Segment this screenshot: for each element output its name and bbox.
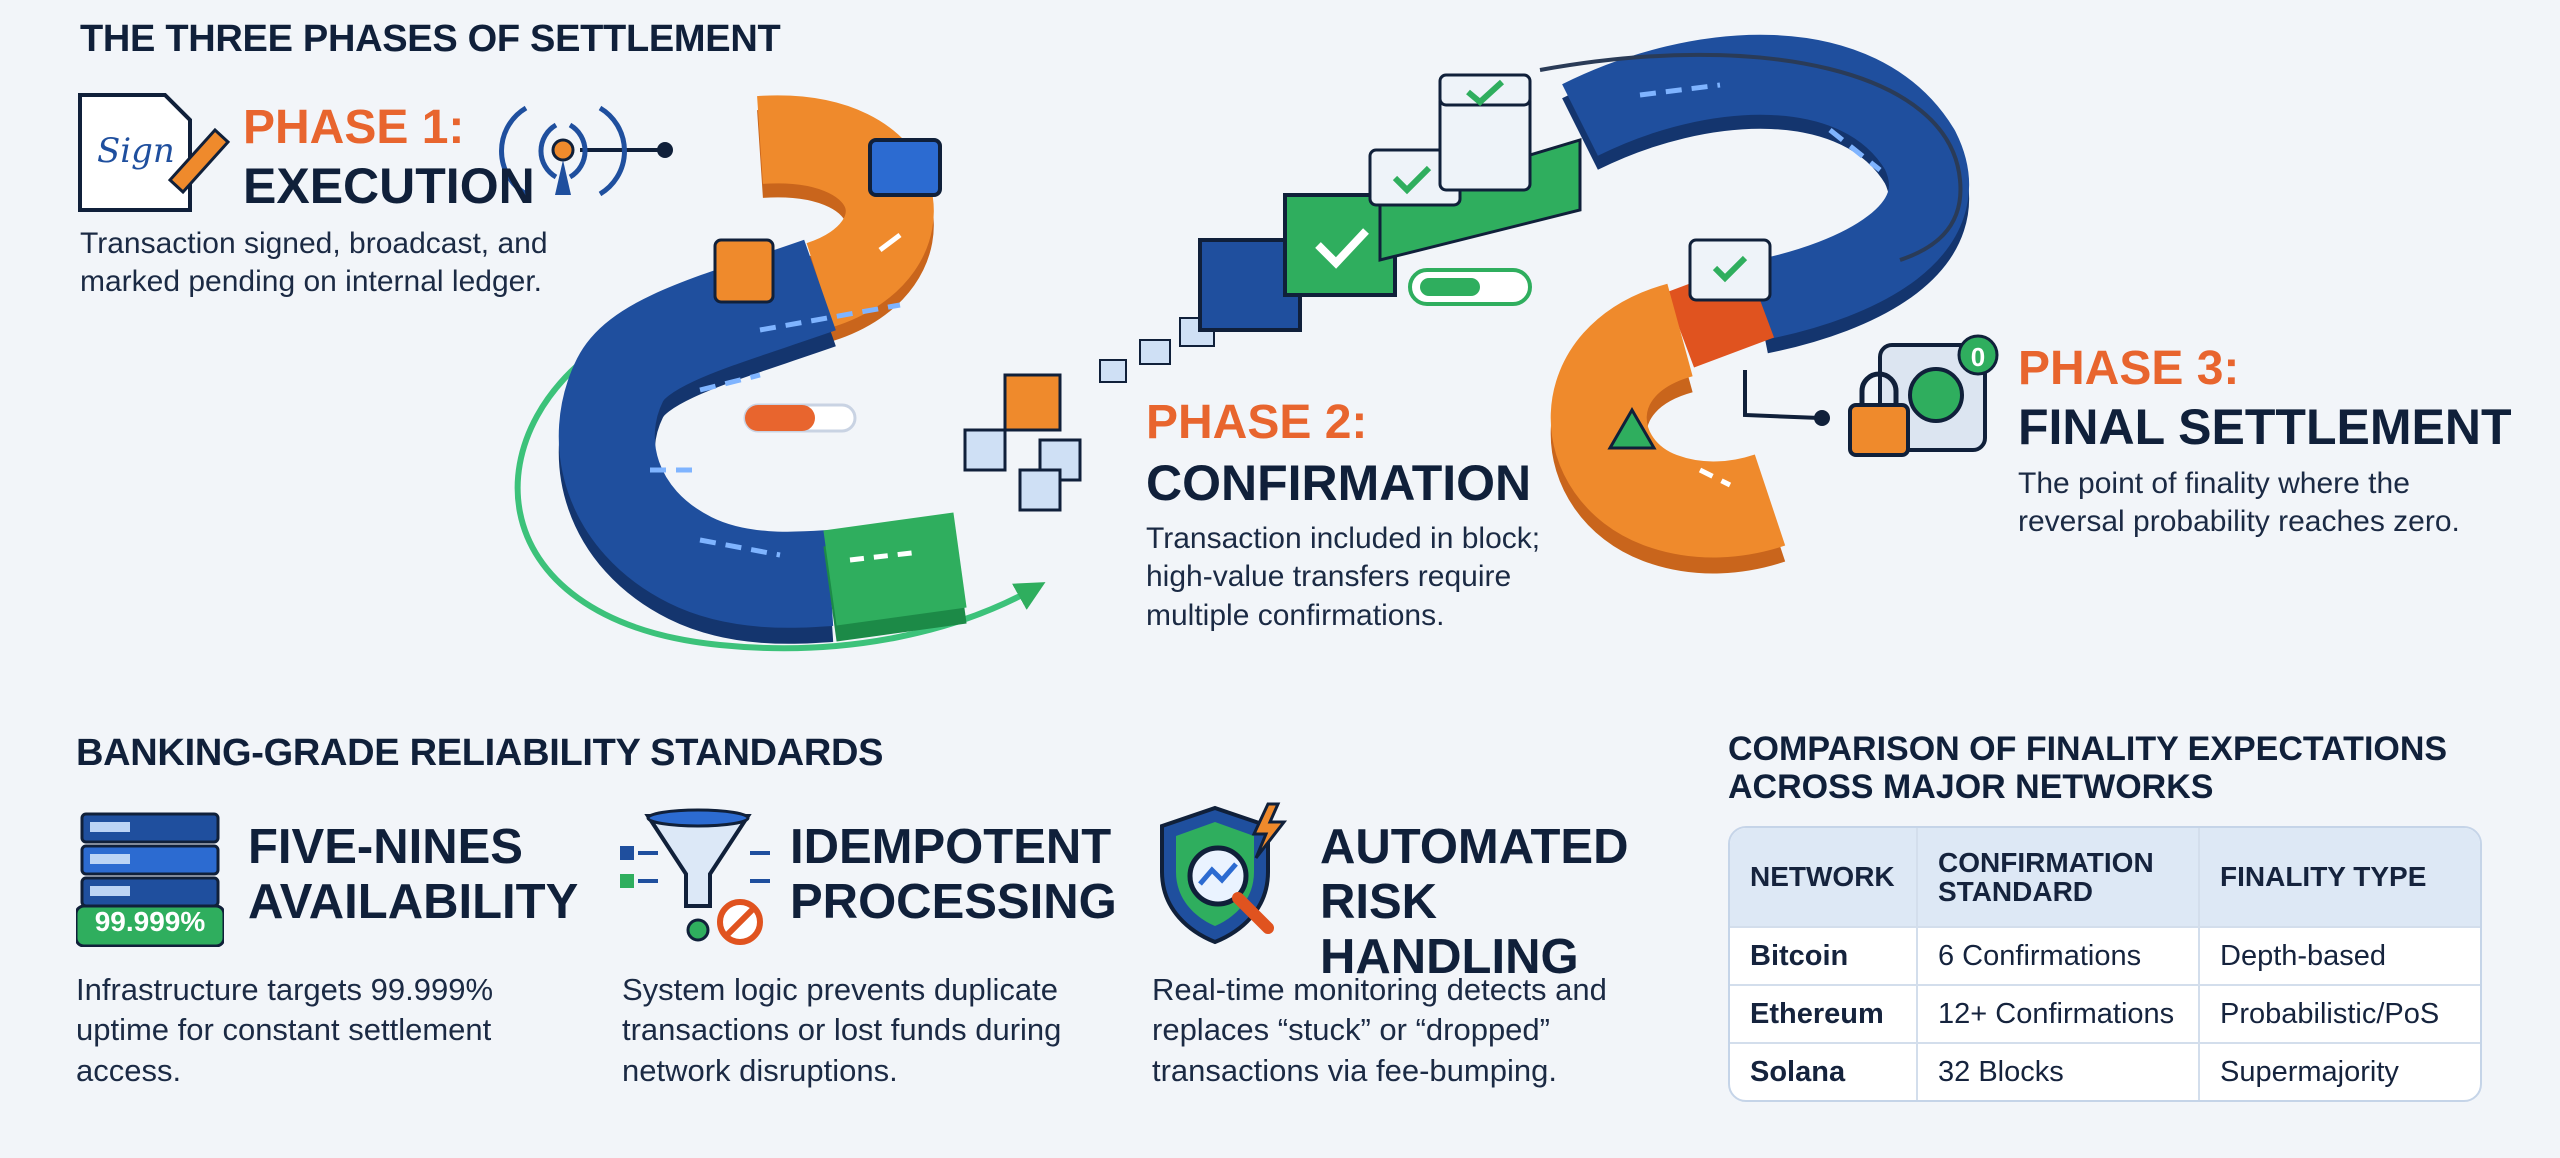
sign-document-icon: Sign <box>78 93 231 212</box>
cell-finality: Probabilistic/PoS <box>2198 984 2480 1042</box>
cell-confirmation: 12+ Confirmations <box>1916 984 2198 1042</box>
confirmation-stacks <box>1368 73 1582 306</box>
chat-bubble-icon <box>713 238 775 304</box>
table-header-row: NETWORK CONFIRMATION STANDARD FINALITY T… <box>1730 828 2480 926</box>
settlement-flow-diagram: Sign 0 <box>78 34 1999 652</box>
warning-icon <box>1607 407 1657 450</box>
cell-finality: Depth-based <box>2198 926 2480 984</box>
sign-text: Sign <box>97 131 175 171</box>
phase-2-desc: Transaction included in block; high-valu… <box>1146 522 1541 632</box>
doc-card-icon <box>868 138 942 197</box>
cell-network: Ethereum <box>1730 984 1916 1042</box>
phase-2-title: CONFIRMATION <box>1146 455 1532 511</box>
phase-3-heading: PHASE 3: FINAL SETTLEMENT <box>2018 345 2512 454</box>
idempotent-desc: System logic prevents duplicate transact… <box>622 972 1062 1088</box>
header-confirmation: CONFIRMATION STANDARD <box>1916 828 2198 926</box>
shield-risk-icon <box>1160 802 1288 945</box>
phase-3-title: FINAL SETTLEMENT <box>2018 399 2512 455</box>
vault-lock-icon: 0 <box>1848 334 1999 457</box>
five-nines-title: FIVE-NINES AVAILABILITY <box>248 820 579 929</box>
funnel-filter-icon <box>620 808 770 945</box>
phase-1-title: EXECUTION <box>243 158 535 214</box>
table-row: Ethereum 12+ Confirmations Probabilistic… <box>1730 984 2480 1042</box>
availability-badge: 99.999% <box>94 906 206 937</box>
phase3-track <box>1539 34 1969 574</box>
cell-network: Solana <box>1730 1042 1916 1100</box>
page-title: THE THREE PHASES OF SETTLEMENT <box>80 18 781 60</box>
cell-finality: Supermajority <box>2198 1042 2480 1100</box>
table-row: Solana 32 Blocks Supermajority <box>1730 1042 2480 1100</box>
comparison-title: COMPARISON OF FINALITY EXPECTATIONS ACRO… <box>1728 730 2448 807</box>
cell-confirmation: 32 Blocks <box>1916 1042 2198 1100</box>
risk-desc: Real-time monitoring detects and replace… <box>1152 972 1607 1088</box>
finality-table: NETWORK CONFIRMATION STANDARD FINALITY T… <box>1728 826 2482 1102</box>
header-finality: FINALITY TYPE <box>2198 828 2480 926</box>
five-nines-desc: Infrastructure targets 99.999% uptime fo… <box>76 972 494 1088</box>
server-rack-icon <box>76 812 224 947</box>
phase-1-desc: Transaction signed, broadcast, and marke… <box>80 227 548 299</box>
header-network: NETWORK <box>1730 828 1916 926</box>
phase-3-label: PHASE 3: <box>2018 342 2240 395</box>
phase-3-desc: The point of finality where the reversal… <box>2018 467 2460 539</box>
phase-2-label: PHASE 2: <box>1146 396 1368 449</box>
broadcast-icon <box>499 105 627 197</box>
vault-badge: 0 <box>1971 342 1985 372</box>
phase-1-heading: PHASE 1: EXECUTION <box>243 104 535 213</box>
cell-network: Bitcoin <box>1730 926 1916 984</box>
reliability-title: BANKING-GRADE RELIABILITY STANDARDS <box>76 732 884 774</box>
phase1-track <box>558 95 967 644</box>
table-row: Bitcoin 6 Confirmations Depth-based <box>1730 926 2480 984</box>
block-chain <box>963 193 1397 512</box>
cell-confirmation: 6 Confirmations <box>1916 926 2198 984</box>
phase-1-label: PHASE 1: <box>243 101 465 154</box>
idempotent-title: IDEMPOTENT PROCESSING <box>790 820 1117 929</box>
risk-title: AUTOMATED RISK HANDLING <box>1320 820 1629 984</box>
phase-2-heading: PHASE 2: CONFIRMATION <box>1146 399 1531 510</box>
